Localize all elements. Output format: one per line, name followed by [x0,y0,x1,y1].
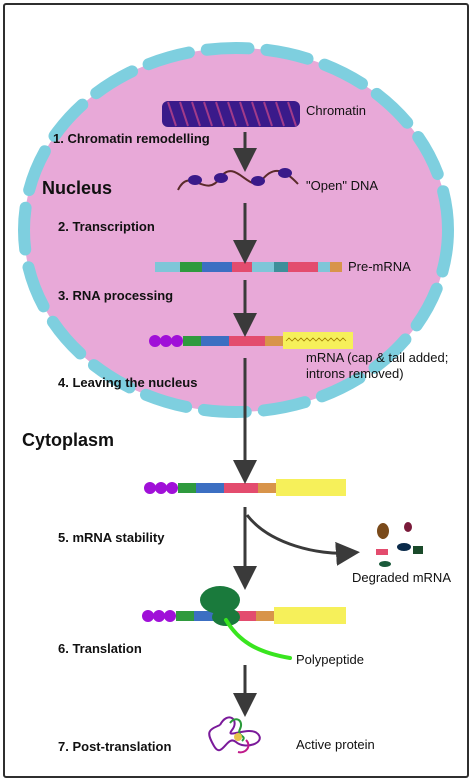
step-1-label: 1. Chromatin remodelling [53,131,210,146]
nucleus-label: Nucleus [42,178,113,198]
active-protein-label: Active protein [296,737,375,752]
step-7-label: 7. Post-translation [58,739,172,754]
step-5-label: 5. mRNA stability [58,530,165,545]
cytoplasmic-mrna [144,479,346,496]
pre-mrna-strand [155,262,342,272]
translation-mrna [142,607,346,624]
step-2-label: 2. Transcription [58,219,155,234]
processed-mrna [149,332,353,349]
open-dna-label: "Open" DNA [306,178,379,193]
arrow-degradation [245,514,360,566]
figure-frame [3,3,469,778]
mrna-label-line1: mRNA (cap & tail added; [306,350,449,365]
open-dna-strand [177,168,299,191]
active-protein [208,716,261,754]
step-3-label: 3. RNA processing [58,288,174,303]
step-4-label: 4. Leaving the nucleus [58,375,198,390]
polypeptide-label: Polypeptide [296,652,364,667]
degraded-mrna-fragments [376,522,423,567]
ribosome [200,586,240,626]
chromatin-fiber [162,101,300,127]
polypeptide-chain [224,618,292,660]
mrna-label-line2: introns removed) [306,366,404,381]
cytoplasm-label: Cytoplasm [22,430,115,450]
degraded-mrna-label: Degraded mRNA [352,570,451,585]
chromatin-label: Chromatin [306,103,366,118]
pre-mrna-label: Pre-mRNA [348,259,411,274]
nuclear-envelope [18,42,454,418]
nucleus-body [24,48,448,412]
step-6-label: 6. Translation [58,641,142,656]
